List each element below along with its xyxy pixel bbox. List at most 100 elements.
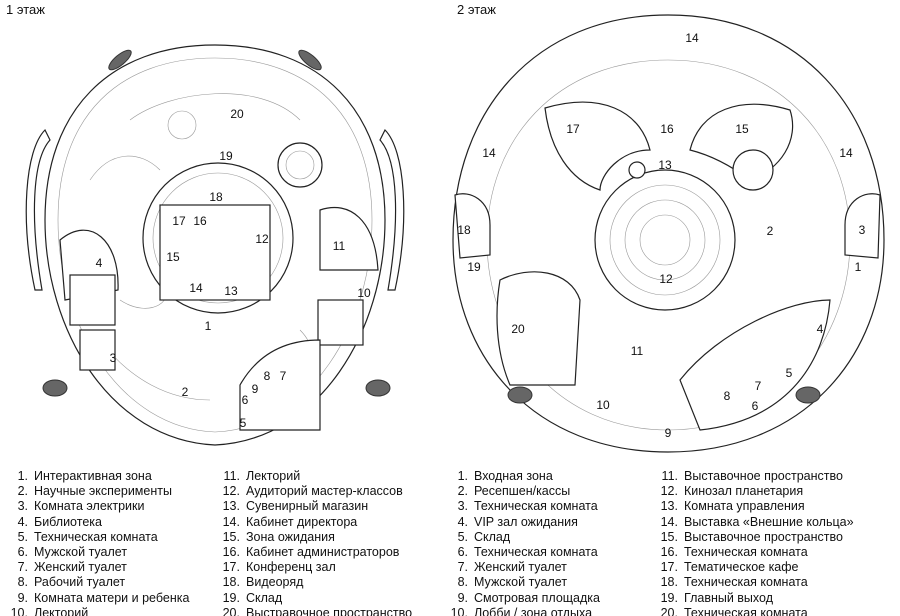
legend-number: 10. xyxy=(450,605,468,616)
legend-label: Библиотека xyxy=(34,514,102,529)
legend-item: 8.Рабочий туалет xyxy=(2,575,189,590)
room-number-label: 10 xyxy=(596,398,610,412)
room-number-label: 9 xyxy=(665,426,672,440)
legend-label: Техническая комната xyxy=(34,529,158,544)
legend-number: 13. xyxy=(660,499,678,514)
room-number-label: 14 xyxy=(839,146,853,160)
legend-item: 7.Женский туалет xyxy=(2,560,189,575)
legend-label: Техническая комната xyxy=(684,605,808,616)
room-number-label: 17 xyxy=(566,122,580,136)
legend-label: Тематическое кафе xyxy=(684,560,799,575)
legend-number: 19. xyxy=(222,590,240,605)
room-number-label: 4 xyxy=(96,256,103,270)
legend-label: Техническая комната xyxy=(474,545,598,560)
legend-item: 13.Сувенирный магазин xyxy=(214,499,412,514)
room-number-label: 18 xyxy=(457,223,471,237)
room-number-label: 13 xyxy=(658,158,672,172)
legend-number: 19. xyxy=(660,590,678,605)
legend-item: 17. Конференц зал xyxy=(214,560,412,575)
legend-number: 8. xyxy=(457,575,468,590)
room-number-label: 10 xyxy=(357,286,371,300)
legend-item: 5. Техническая комната xyxy=(2,530,189,545)
legend-item: 9.Смотровая площадка xyxy=(442,591,600,606)
room-number-label: 6 xyxy=(752,399,759,413)
legend-item: 2. Ресепшен/кассы xyxy=(442,484,600,499)
floor1-title: 1 этаж xyxy=(6,2,45,17)
legend-number: 15. xyxy=(660,529,678,544)
room-number-label: 8 xyxy=(264,369,271,383)
legend-label: Техническая комната xyxy=(684,575,808,590)
room-number-label: 11 xyxy=(631,344,644,358)
floor1-plan xyxy=(25,44,405,446)
legend-item: 12.Аудиторий мастер-классов xyxy=(214,484,412,499)
legend-label: Входная зона xyxy=(474,469,553,483)
legend-item: 17. Тематическое кафе xyxy=(652,560,854,575)
legend-item: 18.Техническая комната xyxy=(652,575,854,590)
legend-number: 18. xyxy=(222,575,240,590)
legend-label: Конференц зал xyxy=(246,560,336,575)
room-number-label: 14 xyxy=(482,146,496,160)
legend-number: 11. xyxy=(223,469,240,483)
legend-number: 17. xyxy=(660,560,678,575)
legend-item: 10.Лекторий xyxy=(2,606,189,616)
legend-label: Мужской туалет xyxy=(34,545,128,560)
room-number-label: 19 xyxy=(219,149,233,163)
legend-item: 6. Техническая комната xyxy=(442,545,600,560)
legend-item: 15. Зона ожидания xyxy=(214,530,412,545)
room-number-label: 16 xyxy=(193,214,207,228)
room-number-label: 1 xyxy=(855,260,862,274)
legend-item: 15. Выставочное пространство xyxy=(652,530,854,545)
legend-number: 5. xyxy=(17,529,28,544)
legend-label: Комната управления xyxy=(684,499,805,514)
legend-item: 18. Видеоряд xyxy=(214,575,412,590)
room-number-label: 14 xyxy=(685,31,699,45)
room-number-label: 2 xyxy=(182,385,189,399)
room-number-label: 6 xyxy=(242,393,249,407)
legend-number: 2. xyxy=(457,484,468,499)
legend-label: Женский туалет xyxy=(474,560,567,575)
legend-label: Техническая комната xyxy=(474,499,598,514)
room-number-label: 8 xyxy=(724,389,731,403)
legend-number: 16. xyxy=(660,545,678,560)
room-number-label: 18 xyxy=(209,190,223,204)
legend-label: Ресепшен/кассы xyxy=(474,484,571,499)
legend-label: Видеоряд xyxy=(246,575,304,590)
room-number-label: 2 xyxy=(767,224,774,238)
room-number-label: 5 xyxy=(786,366,793,380)
legend-number: 15. xyxy=(222,529,240,544)
legend-item: 13. Комната управления xyxy=(652,499,854,514)
legend-item: 5.Склад xyxy=(442,530,600,545)
legend-label: Мужской туалет xyxy=(474,575,568,590)
legend-number: 14. xyxy=(660,514,678,529)
legend-item: 11.Выставочное пространство xyxy=(652,469,854,484)
legend-number: 12. xyxy=(660,484,678,499)
legend-number: 6. xyxy=(457,545,468,560)
legend-number: 20. xyxy=(660,605,678,616)
legend-item: 4.VIP зал ожидания xyxy=(442,515,600,530)
legend-label: Лекторий xyxy=(246,469,301,483)
room-number-label: 12 xyxy=(659,272,673,286)
legend-item: 4.Библиотека xyxy=(2,515,189,530)
legend-item: 20.Выстравочное пространство xyxy=(214,606,412,616)
room-number-label: 17 xyxy=(172,214,186,228)
legend-number: 10. xyxy=(10,605,28,616)
legend-number: 17. xyxy=(222,560,240,575)
legend-number: 20. xyxy=(222,605,240,616)
legend-item: 19.Склад xyxy=(214,591,412,606)
room-number-label: 19 xyxy=(467,260,481,274)
room-number-label: 3 xyxy=(110,351,117,365)
legend-label: Смотровая площадка xyxy=(474,590,601,605)
legend-number: 4. xyxy=(457,514,468,529)
legend-label: Кабинет администраторов xyxy=(246,545,400,560)
legend-item: 12.Кинозал планетария xyxy=(652,484,854,499)
room-number-label: 16 xyxy=(660,122,674,136)
legend-label: Выставочное пространство xyxy=(684,529,843,544)
legend-number: 16. xyxy=(222,545,240,560)
floor2-title: 2 этаж xyxy=(457,2,496,17)
legend-label: Зона ожидания xyxy=(246,529,335,544)
legend-item: 7.Женский туалет xyxy=(442,560,600,575)
